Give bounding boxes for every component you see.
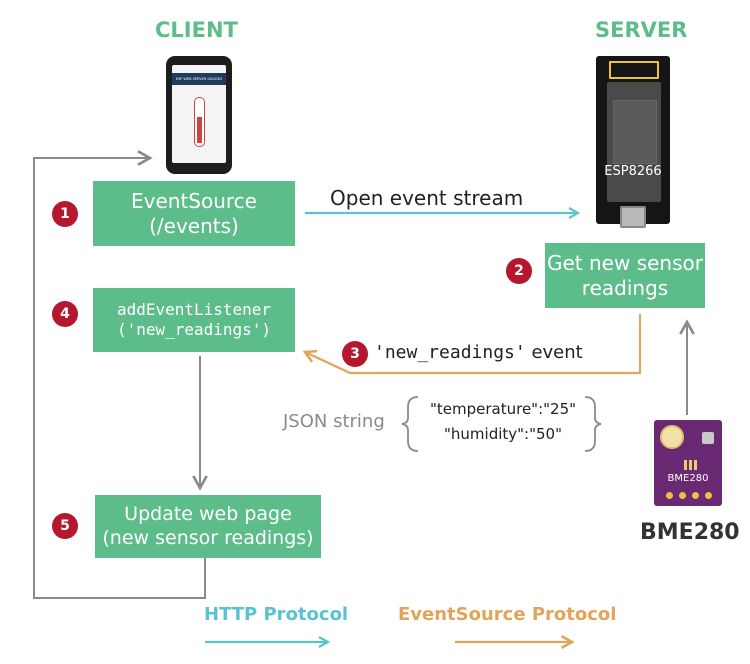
step-badge-1: 1: [52, 201, 78, 227]
step-badge-5: 5: [52, 513, 78, 539]
update-line2: (new sensor readings): [102, 526, 314, 549]
listener-line2: ('new_readings'): [116, 320, 272, 339]
bme280-label: BME280: [640, 520, 740, 545]
event-word-label: event: [531, 342, 583, 363]
loop-arrow: [33, 158, 206, 599]
client-title: CLIENT: [155, 18, 238, 42]
usb-port-icon: [620, 206, 646, 228]
step-badge-4: 4: [52, 301, 78, 327]
update-line1: Update web page: [124, 502, 292, 525]
phone-header: ESP WEB SERVER GAUGES: [172, 73, 226, 85]
phone-icon: ESP WEB SERVER GAUGES: [166, 56, 232, 174]
event-label: 'new_readings' event: [374, 342, 583, 363]
json-right-brace: [584, 396, 602, 452]
bme280-sensor-icon: BME280: [654, 420, 722, 506]
get-readings-line2: readings: [581, 275, 669, 300]
server-title: SERVER: [595, 18, 688, 42]
json-left-brace: [401, 396, 419, 452]
eventsource-line2: (/events): [149, 213, 239, 238]
sensor-mount-hole: [660, 425, 684, 449]
get-readings-line1: Get new sensor: [547, 250, 703, 275]
json-line1: "temperature":"25": [429, 400, 577, 418]
sensor-chip-label: BME280: [667, 473, 709, 484]
step-badge-2: 2: [506, 258, 532, 284]
json-line2: "humidity":"50": [444, 425, 562, 443]
event-name-label: 'new_readings': [374, 342, 526, 363]
esp-shield-inner: [613, 100, 657, 164]
legend-http-label: HTTP Protocol: [204, 604, 349, 625]
eventsource-box: EventSource (/events): [93, 181, 295, 246]
eventsource-line1: EventSource: [131, 188, 257, 213]
wifi-antenna-icon: [609, 61, 659, 79]
json-string-label: JSON string: [283, 411, 385, 432]
listener-line1: addEventListener: [116, 300, 272, 319]
get-readings-box: Get new sensor readings: [545, 243, 705, 308]
event-arrow: [305, 314, 642, 375]
listener-box: addEventListener ('new_readings'): [93, 288, 295, 352]
esp-chip-label: ESP8266: [604, 164, 662, 179]
legend-eventsource-label: EventSource Protocol: [398, 604, 617, 625]
esp8266-board-icon: ESP8266: [596, 56, 670, 228]
step-badge-3: 3: [342, 341, 368, 367]
phone-screen: ESP WEB SERVER GAUGES: [172, 65, 226, 163]
update-box: Update web page (new sensor readings): [95, 495, 321, 558]
open-stream-label: Open event stream: [330, 186, 524, 210]
sensor-chip-icon: [702, 432, 714, 444]
